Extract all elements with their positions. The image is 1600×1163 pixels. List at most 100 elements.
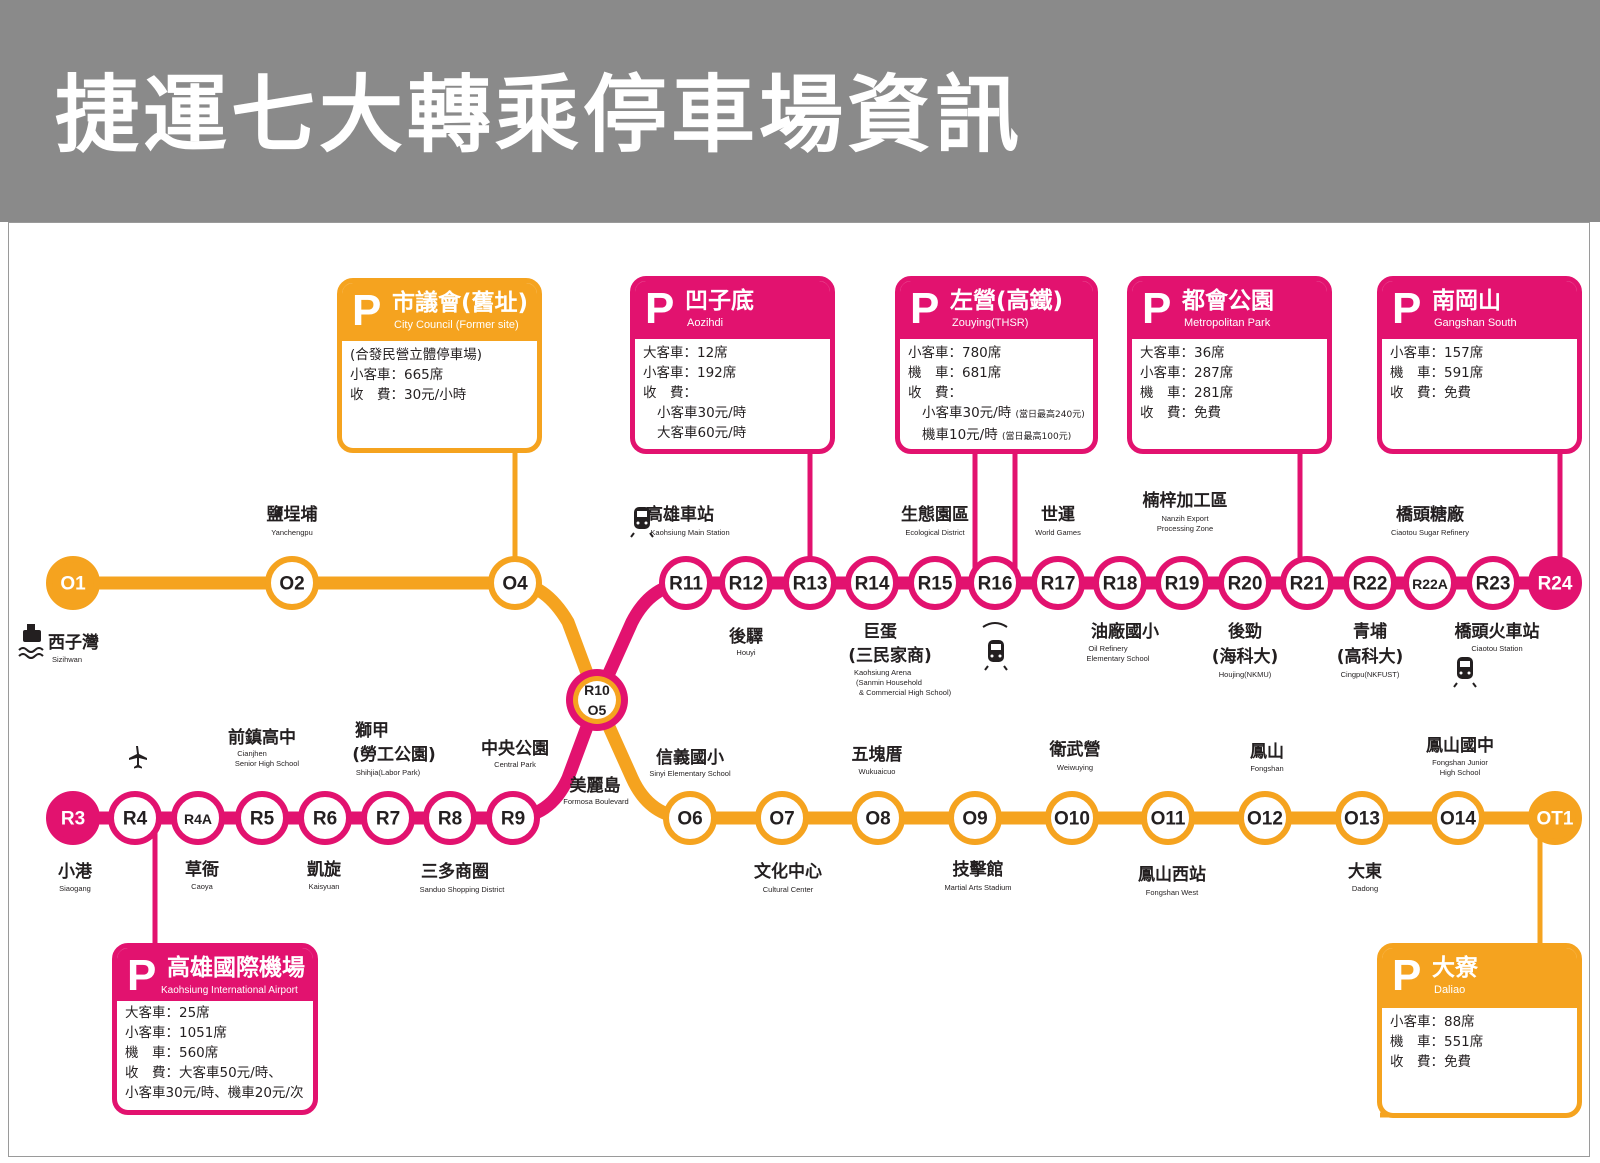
station-code: R15 xyxy=(918,574,953,595)
label-r7-zh1: 獅甲 xyxy=(354,720,389,741)
parking-header: P 市議會(舊址) City Council (Former site) xyxy=(342,283,537,341)
parking-header: P 凹子底 Aozihdi xyxy=(635,281,830,339)
label-o14-en2: High School xyxy=(1440,768,1481,777)
parking-info: 機車10元/時 xyxy=(922,427,998,443)
station-r15: R15 xyxy=(908,556,962,610)
station-circle xyxy=(46,791,100,845)
parking-info: 機 車：281席 xyxy=(1140,385,1234,401)
label-r14-en3: & Commercial High School) xyxy=(859,688,952,697)
connector-aozihdi xyxy=(783,447,813,575)
station-o8: O8 xyxy=(851,791,905,845)
parking-p-icon: P xyxy=(645,284,675,333)
station-o11: O11 xyxy=(1141,791,1195,845)
parking-p-icon: P xyxy=(910,284,940,333)
station-code: R24 xyxy=(1538,574,1573,595)
station-r4: R4 xyxy=(108,791,162,845)
parking-header: P 都會公園 Metropolitan Park xyxy=(1132,281,1327,339)
label-o11-zh: 鳳山西站 xyxy=(1138,864,1206,885)
ferry-icon xyxy=(18,624,44,659)
station-code: O10 xyxy=(1054,809,1090,830)
station-code: R17 xyxy=(1041,574,1076,595)
station-r11: R11 xyxy=(659,556,713,610)
station-code: R11 xyxy=(669,574,703,595)
station-code: R13 xyxy=(793,574,828,595)
train-icon xyxy=(630,507,654,538)
station-code: O12 xyxy=(1247,809,1283,830)
parking-info: 小客車：192席 xyxy=(643,365,737,381)
parking-info: 機 車：681席 xyxy=(908,365,1002,381)
label-o14-zh: 鳳山國中 xyxy=(1426,735,1494,756)
parking-info: 機 車：560席 xyxy=(125,1045,219,1061)
station-circle xyxy=(361,791,415,845)
label-r14-en2: (Sanmin Household xyxy=(856,678,922,687)
parking-note: (當日最高100元) xyxy=(1002,432,1072,442)
parking-p-icon: P xyxy=(1392,284,1422,333)
station-code: R19 xyxy=(1165,574,1200,595)
station-code: R3 xyxy=(61,809,85,830)
label-r19-zh: 楠梓加工區 xyxy=(1143,490,1228,511)
station-o6: O6 xyxy=(663,791,717,845)
parking-info: 小客車：1051席 xyxy=(125,1025,227,1041)
station-code: R12 xyxy=(729,574,764,595)
label-r4a-zh: 草衙 xyxy=(185,859,219,880)
label-r5-en2: Senior High School xyxy=(235,759,300,768)
station-r22: R22 xyxy=(1343,556,1397,610)
parking-info: 收 費：免費 xyxy=(1390,1054,1471,1070)
station-circle xyxy=(1155,556,1209,610)
label-o12-zh: 鳳山 xyxy=(1250,742,1284,762)
parking-p-icon: P xyxy=(127,951,157,1000)
label-r23-en: Ciaotou Station xyxy=(1471,644,1522,653)
label-o7-en: Cultural Center xyxy=(763,885,814,894)
parking-info: 小客車30元/時 xyxy=(657,405,747,421)
station-code: O1 xyxy=(60,574,86,595)
label-r23-zh: 橋頭火車站 xyxy=(1455,621,1540,642)
label-o1-en: Sizihwan xyxy=(52,655,82,664)
station-o10: O10 xyxy=(1045,791,1099,845)
station-r8: R8 xyxy=(423,791,477,845)
label-r15-en: Ecological District xyxy=(905,528,965,537)
parking-name-en: Metropolitan Park xyxy=(1184,317,1271,329)
label-o6-en: Sinyi Elementary School xyxy=(649,769,731,778)
parking-name-en: Kaohsiung International Airport xyxy=(161,985,298,996)
station-circle xyxy=(783,556,837,610)
parking-p-icon: P xyxy=(352,286,382,335)
station-circle xyxy=(663,791,717,845)
parking-daliao: P 大寮 Daliao 小客車：88席 機 車：551席 收 費：免費 xyxy=(1377,943,1582,1118)
label-r19-en2: Processing Zone xyxy=(1157,524,1213,533)
station-circle xyxy=(948,791,1002,845)
label-r18-en2: Elementary School xyxy=(1087,654,1150,663)
label-r22a-zh: 橋頭糖廠 xyxy=(1396,504,1465,525)
station-circle xyxy=(265,556,319,610)
parking-info: 收 費：30元/小時 xyxy=(350,387,467,403)
station-r12: R12 xyxy=(719,556,773,610)
station-circle xyxy=(1403,556,1457,610)
label-r22-zh1: 青埔 xyxy=(1353,621,1387,642)
station-code: O5 xyxy=(588,702,607,718)
station-circle xyxy=(1528,556,1582,610)
station-r17: R17 xyxy=(1031,556,1085,610)
connector-city-council xyxy=(490,445,518,575)
parking-info: 小客車30元/時 xyxy=(922,405,1012,421)
station-circle xyxy=(298,791,352,845)
label-o6-zh: 信義國小 xyxy=(656,747,724,768)
station-r13: R13 xyxy=(783,556,837,610)
parking-name: 都會公園 xyxy=(1182,288,1274,314)
station-code: R8 xyxy=(438,809,462,830)
station-code: R20 xyxy=(1228,574,1263,595)
label-o9-zh: 技擊館 xyxy=(953,859,1004,880)
station-circle xyxy=(1141,791,1195,845)
parking-city-council: P 市議會(舊址) City Council (Former site) (合發… xyxy=(337,278,542,453)
station-code: R4 xyxy=(123,809,148,830)
parking-info: (合發民營立體停車場) xyxy=(350,347,483,363)
parking-airport: P 高雄國際機場 Kaohsiung International Airport… xyxy=(112,943,318,1115)
parking-info: 小客車30元/時、機車20元/次 xyxy=(125,1085,304,1101)
label-r6-zh: 凱旋 xyxy=(307,859,342,880)
station-circle xyxy=(46,556,100,610)
parking-header: P 南岡山 Gangshan South xyxy=(1382,281,1577,339)
label-r14-zh1: 巨蛋 xyxy=(863,622,897,642)
label-r5-en1: Cianjhen xyxy=(237,749,267,758)
station-circle xyxy=(1045,791,1099,845)
high-speed-rail-icon xyxy=(982,622,1008,671)
station-code: O8 xyxy=(865,809,890,830)
